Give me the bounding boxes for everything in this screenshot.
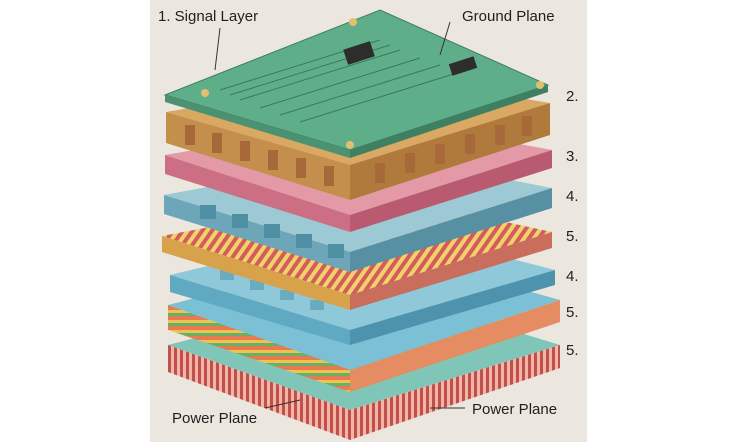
ground-plane-label: Ground Plane [462, 8, 555, 25]
power-plane-right-label: Power Plane [472, 401, 558, 418]
layer-number-label: 5. [566, 342, 579, 359]
layer-1-signal [163, 9, 550, 158]
layer-number-label: 5. [566, 228, 579, 245]
layer-number-label: 3. [566, 148, 579, 165]
power-plane-left-label: Power Plane [172, 410, 258, 427]
layer-number-label: 2. [566, 88, 579, 105]
signal-layer-label: 1. Signal Layer [158, 8, 259, 25]
layer-number-label: 4. [566, 268, 579, 285]
layer-number-label: 5. [566, 304, 579, 321]
layer-number-label: 4. [566, 188, 579, 205]
